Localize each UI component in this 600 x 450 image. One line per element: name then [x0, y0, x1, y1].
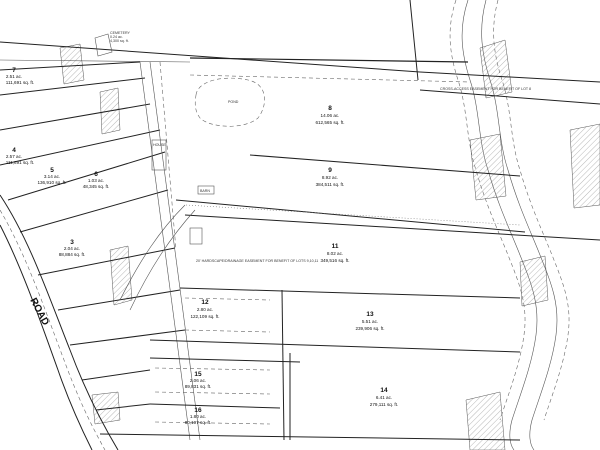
lot-14-number: 14: [380, 387, 388, 394]
lot-lines-left: [0, 61, 201, 441]
lot-8-number: 8: [328, 105, 332, 112]
lot-16-acres: 1.80 ac.: [190, 414, 206, 419]
lot-11-acres: 8.02 ac.: [327, 251, 343, 256]
road-label: ROAD: [27, 296, 51, 327]
hatched-areas: [59, 39, 600, 450]
lot-14-sqft: 279,111 sq. ft.: [370, 402, 398, 407]
lot-11-number: 11: [332, 243, 339, 250]
lot-12: 12 2.80 ac. 122,109 sq. ft.: [190, 299, 219, 319]
lot-4-sqft: 111,691 sq. ft.: [6, 160, 34, 165]
lot-13-sqft: 239,906 sq. ft.: [355, 326, 384, 331]
lot-4-acres: 2.57 ac.: [6, 154, 22, 159]
lot-14-acres: 6.41 ac.: [376, 395, 392, 400]
lot-7-acres: 2.51 ac.: [6, 74, 22, 79]
lot-16: 16 1.80 ac. 80,197 sq. ft.: [185, 407, 212, 425]
lot-15-sqft: 89,831 sq. ft.: [185, 384, 212, 389]
lot-6-number: 6: [94, 171, 98, 178]
lot-4-number: 4: [12, 147, 16, 154]
lot-9-number: 9: [328, 167, 332, 174]
lot-5-acres: 3.14 ac.: [44, 174, 60, 179]
cemetery-area-ac: 0.24 ac.: [110, 35, 123, 39]
lot-13-acres: 5.51 ac.: [362, 319, 378, 324]
lot-16-sqft: 80,197 sq. ft.: [185, 420, 212, 425]
lot-3: 3 2.04 ac. 88,884 sq. ft.: [59, 239, 86, 257]
lot-7-number: 7: [12, 67, 16, 74]
lot-7-sqft: 111,691 sq. ft.: [6, 80, 34, 85]
lot-3-number: 3: [70, 239, 74, 246]
cemetery-area-sf: 4,300 sq. ft.: [110, 39, 129, 43]
lot-4: 4 2.57 ac. 111,691 sq. ft.: [6, 147, 34, 165]
lot-6-acres: 1.03 ac.: [88, 178, 104, 183]
lot-12-acres: 2.80 ac.: [197, 307, 213, 312]
cross-access-note: CROSS-ACCESS EASEMENT FOR BENEFIT OF LOT…: [440, 87, 531, 91]
access-drive: [119, 204, 196, 311]
lot-13-number: 13: [366, 311, 374, 318]
lot-3-sqft: 88,884 sq. ft.: [59, 252, 86, 257]
lot-7: 7 2.51 ac. 111,691 sq. ft.: [6, 67, 34, 85]
lot-9-sqft: 384,511 sq. ft.: [316, 182, 345, 187]
lot-15: 15 2.06 ac. 89,831 sq. ft.: [185, 371, 212, 389]
cemetery-title: CEMETERY: [110, 31, 131, 35]
cemetery: CEMETERY 0.24 ac. 4,300 sq. ft.: [94, 31, 131, 57]
lot-15-acres: 2.06 ac.: [190, 378, 206, 383]
pond: POND: [194, 77, 265, 127]
house-label: HOUSE: [153, 143, 166, 147]
lot-5-number: 5: [50, 167, 54, 174]
lot-15-number: 15: [194, 371, 202, 378]
lot-14: 14 6.41 ac. 279,111 sq. ft.: [370, 387, 398, 407]
lot-3-acres: 2.04 ac.: [64, 246, 80, 251]
lot-12-number: 12: [201, 299, 209, 306]
creek: [449, 0, 570, 450]
drainage-note: 20' HARDSCAPE/DRAINAGE EASEMENT FOR BENE…: [196, 259, 318, 263]
lot-6: 6 1.03 ac. 48,345 sq. ft.: [83, 171, 110, 189]
pond-label: POND: [228, 100, 239, 104]
buildings: HOUSE BARN: [151, 139, 215, 245]
lot-lines-center: [99, 154, 600, 441]
lot-8-acres: 14.06 ac.: [321, 113, 340, 118]
lot-9-acres: 8.92 ac.: [322, 175, 338, 180]
lot-8: 8 14.06 ac. 612,565 sq. ft.: [315, 105, 344, 125]
barn-label: BARN: [200, 189, 210, 193]
lot-9: 9 8.92 ac. 384,511 sq. ft.: [316, 167, 345, 187]
lot-5-sqft: 136,910 sq. ft.: [37, 180, 66, 185]
top-boundary: [0, 0, 600, 105]
lot-16-number: 16: [194, 407, 202, 414]
lot-13: 13 5.51 ac. 239,906 sq. ft.: [355, 311, 384, 331]
lot-12-sqft: 122,109 sq. ft.: [190, 314, 219, 319]
lot-8-sqft: 612,565 sq. ft.: [315, 120, 344, 125]
lot-11: 11 8.02 ac. 349,516 sq. ft.: [320, 243, 349, 263]
lot-11-sqft: 349,516 sq. ft.: [320, 258, 349, 263]
lot-5: 5 3.14 ac. 136,910 sq. ft.: [37, 167, 66, 185]
lot-6-sqft: 48,345 sq. ft.: [83, 184, 110, 189]
